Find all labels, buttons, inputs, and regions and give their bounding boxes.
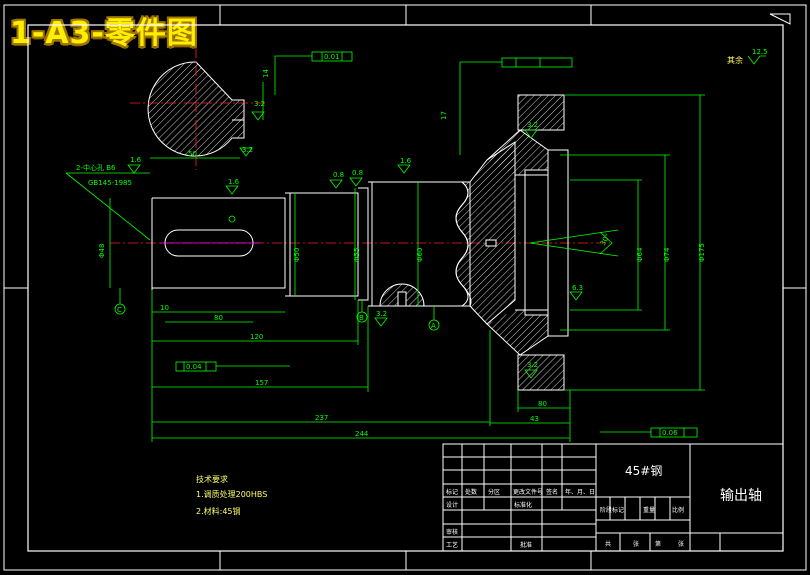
tb-sheet-unit1: 张 bbox=[633, 540, 639, 548]
dim-l7: 43 bbox=[530, 415, 539, 423]
roughness-center-hole: 1.6 bbox=[130, 156, 142, 164]
tb-label-design: 设计 bbox=[446, 501, 458, 509]
tech-heading: 技术要求 bbox=[196, 474, 228, 484]
roughness-5: 3.2 bbox=[376, 310, 387, 318]
dim-diam4: Φ60 bbox=[416, 248, 424, 262]
roughness-7: 3.2 bbox=[527, 361, 538, 369]
dim-keyway-depth: 14 bbox=[262, 69, 270, 78]
tb-weight: 重量 bbox=[643, 506, 655, 514]
shaft-profile bbox=[110, 181, 610, 307]
center-hole-label: 2-中心孔 B6 bbox=[76, 163, 116, 172]
tol-runout-value-1: 0.04 bbox=[186, 363, 202, 371]
tb-label-zone: 分区 bbox=[488, 488, 500, 496]
roughness-3: 0.8 bbox=[352, 169, 363, 177]
dim-diam5: Φ64 bbox=[636, 247, 644, 262]
dim-l4: 157 bbox=[255, 379, 268, 387]
tol-runout-value-2: 0.06 bbox=[662, 429, 678, 437]
roughness-keyway: 3.2 bbox=[254, 100, 265, 108]
tb-label-process: 工艺 bbox=[446, 541, 458, 549]
dim-diam7: Φ175 bbox=[698, 243, 706, 262]
title-block: 标记 处数 分区 更改文件号 签名 年、月、日 设计 标准化 审核 工艺 批准 … bbox=[442, 443, 784, 552]
dim-section-width: 50 bbox=[188, 150, 197, 158]
zone-ticks bbox=[4, 5, 806, 570]
dim-l2: 80 bbox=[214, 314, 223, 322]
dim-diam6: Φ74 bbox=[663, 247, 671, 262]
tb-material: 45#钢 bbox=[625, 464, 662, 478]
tb-label-mark: 标记 bbox=[446, 488, 458, 496]
tb-scale: 比例 bbox=[672, 506, 684, 514]
tb-part-name: 输出轴 bbox=[720, 488, 762, 504]
dim-diam1: Φ48 bbox=[98, 244, 106, 258]
tb-label-change-doc: 更改文件号 bbox=[513, 488, 543, 496]
tb-stage-mark: 阶段标记 bbox=[600, 506, 624, 514]
datum-b: B bbox=[359, 314, 364, 322]
roughness-4: 1.6 bbox=[400, 157, 412, 165]
roughness-6: 3.2 bbox=[527, 121, 538, 129]
dim-l8: 80 bbox=[538, 400, 547, 408]
dim-l5: 237 bbox=[315, 414, 328, 422]
gear-section: 30° bbox=[455, 94, 619, 391]
tech-item-1: 1.调质处理200HBS bbox=[196, 489, 267, 499]
tb-label-sign: 签名 bbox=[546, 488, 558, 496]
tb-sheet-total: 共 bbox=[605, 540, 611, 548]
tb-sheet-unit2: 张 bbox=[678, 540, 684, 548]
center-hole-note: 2-中心孔 B6 GB145-1985 1.6 bbox=[65, 156, 151, 241]
drawing-title: 1-A3-零件图 bbox=[10, 16, 198, 51]
horizontal-dimensions: 10 80 120 157 237 244 43 80 0.04 0.06 bbox=[151, 290, 698, 442]
tb-label-count: 处数 bbox=[465, 488, 477, 496]
surface-finish-symbol bbox=[747, 55, 766, 65]
roughness-1: 1.6 bbox=[228, 178, 240, 186]
section-view: 50 14 3.2 3.2 0.01 bbox=[130, 48, 353, 170]
dim-l1: 10 bbox=[160, 304, 169, 312]
roughness-2: 0.8 bbox=[333, 171, 344, 179]
center-hole-standard: GB145-1985 bbox=[88, 179, 132, 187]
roughness-symbols: 1.6 0.8 0.8 1.6 3.2 3.2 3.2 6.3 bbox=[225, 121, 583, 379]
dim-l3: 120 bbox=[250, 333, 263, 341]
dim-diam3: Φ55 bbox=[353, 248, 361, 262]
tb-label-review: 审核 bbox=[446, 528, 458, 536]
roughness-keyway-bottom: 3.2 bbox=[242, 146, 253, 154]
datum-a: A bbox=[431, 322, 436, 330]
datum-c: C bbox=[117, 306, 122, 314]
tb-label-date: 年、月、日 bbox=[565, 488, 595, 496]
surface-finish-value: 12.5 bbox=[752, 48, 768, 56]
dim-gear-thickness: 17 bbox=[440, 111, 448, 120]
vertical-dimensions: Φ48 Φ50 Φ55 Φ60 Φ64 Φ74 Φ175 17 bbox=[98, 57, 706, 391]
roughness-8: 6.3 bbox=[572, 284, 583, 292]
tb-sheet-no: 第 bbox=[655, 540, 661, 548]
orientation-mark bbox=[769, 13, 791, 25]
tb-label-approve: 批准 bbox=[520, 541, 532, 549]
tb-label-standard: 标准化 bbox=[514, 501, 532, 509]
tol-symmetry-value: 0.01 bbox=[324, 53, 340, 61]
datum-markers: C A B bbox=[114, 215, 440, 331]
surface-finish-rest: 其余 bbox=[727, 55, 743, 65]
tech-requirements: 技术要求 1.调质处理200HBS 2.材料:45钢 bbox=[196, 474, 267, 516]
dim-l6: 244 bbox=[355, 430, 369, 438]
tech-item-2: 2.材料:45钢 bbox=[196, 506, 241, 516]
dim-diam2: Φ50 bbox=[293, 248, 301, 262]
